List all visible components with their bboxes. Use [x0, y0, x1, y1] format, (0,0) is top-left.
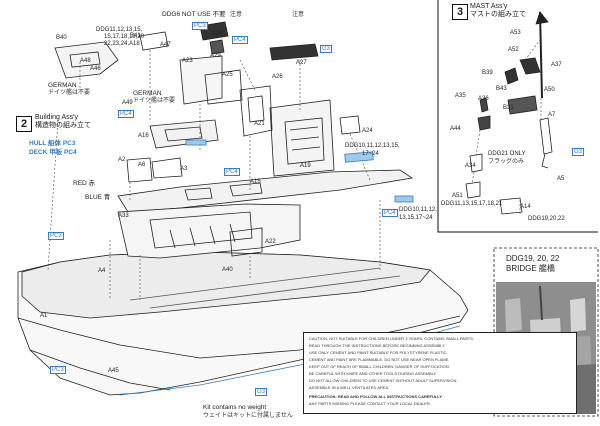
- part-label-a40: A40: [222, 267, 233, 273]
- part-label-a35: A35: [455, 93, 466, 99]
- part-label-b39: B39: [482, 70, 493, 76]
- ddg-list-2: DDG10,11,12,13,15,: [345, 143, 400, 149]
- notice-line: ANY PARTS MISSING PLEASE CONTACT YOUR LO…: [309, 401, 431, 406]
- part-label-a29: A29: [210, 53, 221, 59]
- part-label-a21: A21: [254, 121, 265, 127]
- g-tag: G3: [255, 388, 268, 396]
- part-label-a46: A46: [90, 66, 101, 72]
- ddg-list-1c: 22,23,24,A18: [104, 41, 140, 47]
- part-label-a33: A33: [118, 213, 129, 219]
- ddg-list-3: DDG10,11,12,: [399, 207, 437, 213]
- pc-tag: PC3: [192, 22, 208, 30]
- part-label-a27: A27: [296, 60, 307, 66]
- weight-note: Kit contains no weight: [203, 404, 267, 411]
- part-label-a50: A50: [544, 87, 555, 93]
- ddg-list-4: DDG11,13,15,17,18,21: [441, 201, 503, 207]
- part-label-a47: A47: [160, 42, 171, 48]
- pc-tag: PC4: [382, 209, 398, 217]
- part-label-a2: A2: [118, 157, 126, 163]
- step-2-number: 2: [16, 116, 32, 132]
- part-label-a5: A5: [557, 176, 565, 182]
- notice-line: BE CAREFUL WITH KNIFE AND OTHER TOOLS DU…: [309, 371, 437, 376]
- pc-tag: PC4: [232, 36, 248, 44]
- part-label-a28: A28: [212, 31, 223, 37]
- notice-line: DO NOT ALLOW CHILDREN TO USE CEMENT WITH…: [309, 378, 458, 383]
- pc-tag: PC4: [224, 168, 240, 176]
- ddg-list-1: DDG11,12,13,15,: [96, 27, 143, 33]
- caution-note-1: 注意: [230, 12, 243, 18]
- step-3-title-jp: マストの組み立て: [470, 11, 526, 18]
- bridge-subtitle: BRIDGE 艦橋: [506, 264, 555, 273]
- part-label-a25: A25: [222, 72, 233, 78]
- notice-line: CAUTION: NOT SUITABLE FOR CHILDREN UNDER…: [309, 336, 474, 341]
- part-label-a3: A3: [180, 166, 188, 172]
- part-label-a22: A22: [265, 239, 276, 245]
- part-label-a53: A53: [510, 30, 521, 36]
- part-label-a48: A48: [80, 58, 91, 64]
- notice-line: ASSEMBLE IN A WELL VENTILATED AREA.: [309, 385, 390, 390]
- notice-line: PRECAUTION: READ AND FOLLOW ALL INSTRUCT…: [309, 394, 443, 399]
- part-label-a1: A1: [40, 313, 48, 319]
- part-label-a52: A52: [508, 47, 519, 53]
- pc-tag: PC3: [48, 232, 64, 240]
- part-label-a36: A36: [478, 96, 489, 102]
- part-label-a24: A24: [362, 128, 373, 134]
- part-label-a34: A34: [465, 163, 476, 169]
- part-label-a4: A4: [98, 268, 106, 274]
- step-2-title: Building Ass'y: [35, 114, 78, 121]
- part-label-a37: A37: [551, 62, 562, 68]
- german-note-1: GERMAN: [48, 82, 77, 89]
- part-label-a16: A16: [138, 133, 149, 139]
- german-note-2: GERMAN: [133, 90, 162, 97]
- bridge-title: DDG19, 20, 22: [506, 254, 560, 263]
- ddg-list-3b: 13,15,17~24: [399, 215, 433, 221]
- weight-note-jp: ウェイトはキットに付属しません: [203, 413, 293, 419]
- part-label-a45: A45: [108, 368, 119, 374]
- part-label-a15: A15: [250, 179, 261, 185]
- safety-notice: CAUTION: NOT SUITABLE FOR CHILDREN UNDER…: [303, 332, 577, 414]
- part-label-b31: B31: [503, 105, 514, 111]
- part-label-a6: A6: [138, 162, 146, 168]
- ddg6-not-use-note: DDG6 NOT USE 不要: [162, 11, 226, 18]
- step-2-title-jp: 構造物の組み立て: [35, 122, 91, 129]
- part-label-a19: A19: [300, 163, 311, 169]
- step-3-number: 3: [452, 4, 468, 20]
- notice-line: KEEP OUT OF REACH OF SMALL CHILDREN. DAN…: [309, 364, 450, 369]
- ddg21-only-note: DDG21 ONLY: [488, 151, 526, 157]
- g-tag: G3: [320, 45, 333, 53]
- pc-tag: PC3: [50, 366, 66, 374]
- german-note-2-jp: ドイツ艦は不要: [133, 98, 176, 104]
- ddg-list-1b: 15,17,18,19,20: [104, 34, 145, 40]
- part-label-a44: A44: [450, 126, 461, 132]
- g-tag: G3: [572, 148, 585, 156]
- part-label-b40: B40: [56, 35, 67, 41]
- ddg21-only-note-jp: フラッグのみ: [488, 159, 525, 165]
- part-label-a49: A49: [122, 100, 133, 106]
- notice-line: USE ONLY CEMENT AND PAINT SUITABLE FOR P…: [309, 350, 448, 355]
- pc-tag: PC4: [118, 110, 134, 118]
- notice-line: READ THROUGH THE INSTRUCTIONS BEFORE BEG…: [309, 343, 446, 348]
- part-label-b41: B41: [130, 33, 141, 39]
- red-note: RED 赤: [73, 180, 96, 187]
- caution-note-2: 注意: [292, 12, 305, 18]
- part-label-a51: A51: [452, 193, 463, 199]
- part-label-a7: A7: [548, 112, 556, 118]
- step-3-title: MAST Ass'y: [470, 3, 508, 10]
- notice-line: CEMENT AND PAINT ARE FLAMMABLE. DO NOT U…: [309, 357, 450, 362]
- ddg-list-2b: 17~24: [362, 151, 379, 157]
- part-label-a14: A14: [520, 204, 531, 210]
- german-note-1-jp: ドイツ艦は不要: [48, 90, 91, 96]
- part-label-a26: A26: [272, 74, 283, 80]
- hull-note: HULL 船体 PC3: [29, 140, 76, 147]
- ddg-list-5: DDG19,20,22: [528, 216, 565, 222]
- part-label-b43: B43: [496, 86, 507, 92]
- part-label-a23: A23: [182, 58, 193, 64]
- blue-note: BLUE 青: [85, 194, 111, 201]
- deck-note: DECK 甲板 PC4: [29, 149, 77, 156]
